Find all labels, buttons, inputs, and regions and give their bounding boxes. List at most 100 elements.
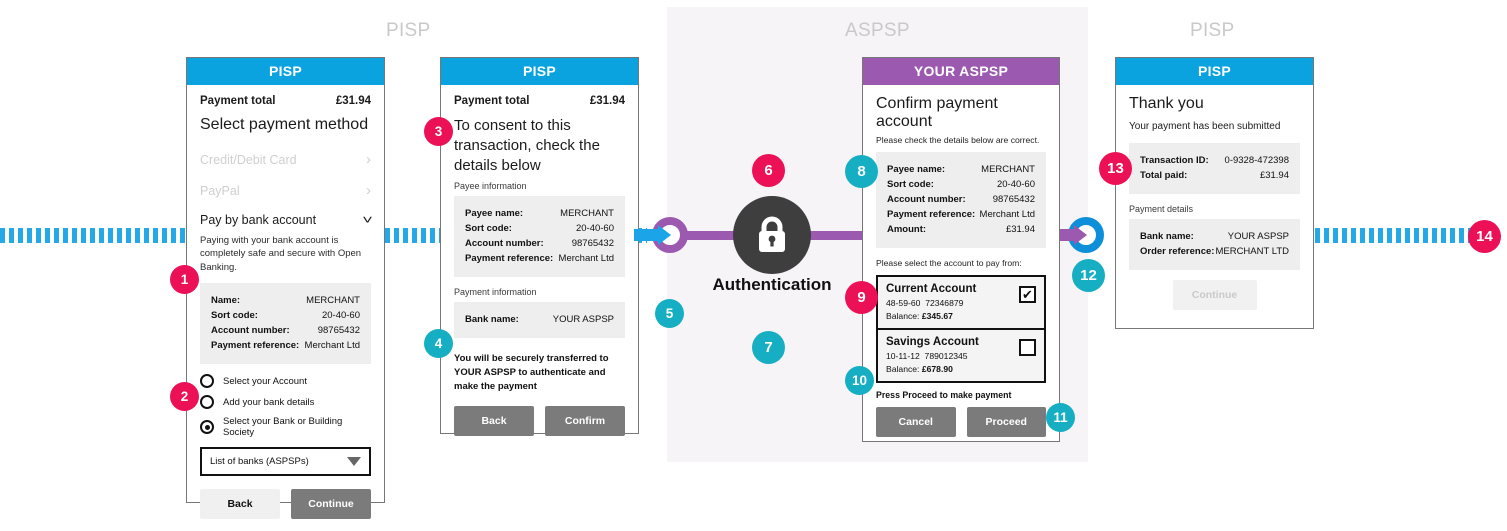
detail-row: Total paid: £31.94	[1140, 170, 1289, 181]
phone2-payment-total-row: Payment total £31.94	[454, 95, 625, 107]
account-number-row: 48-59-60 72346879	[886, 298, 976, 308]
marker-1: 1	[170, 265, 199, 294]
detail-key: Sort code:	[887, 179, 934, 190]
payment-method-paypal[interactable]: PayPal ›	[200, 175, 371, 206]
radio-icon-selected[interactable]	[200, 420, 214, 435]
phone2-header: PISP	[441, 58, 638, 85]
radio-icon[interactable]	[200, 374, 214, 389]
payee-information-label: Payee information	[454, 181, 527, 192]
back-button[interactable]: Back	[200, 489, 280, 520]
proceed-button[interactable]: Proceed	[966, 407, 1046, 437]
checkbox-icon-unchecked[interactable]	[1019, 339, 1036, 356]
detail-row: Account number:98765432	[465, 238, 614, 249]
detail-row: Bank name:YOUR ASPSP	[1140, 231, 1289, 242]
detail-row: Account number:98765432	[211, 325, 360, 336]
account-option-savings[interactable]: Savings Account 10-11-12 789012345 Balan…	[878, 328, 1044, 381]
account-number-row: 10-11-12 789012345	[886, 351, 979, 361]
phone3-subtitle: Please check the details below are corre…	[876, 135, 1040, 145]
zone-label-pisp-2: PISP	[1190, 20, 1235, 41]
radio-option-select-bank-or-building-society[interactable]: Select your Bank or Building Society	[200, 416, 371, 438]
chevron-right-icon: ›	[366, 151, 371, 168]
detail-row: Sort code: 20-40-60	[211, 310, 360, 321]
marker-7: 7	[752, 331, 785, 364]
payment-information-label: Payment information	[454, 287, 537, 298]
detail-row: Payment reference: Merchant Ltd	[465, 253, 614, 264]
proceed-instruction: Press Proceed to make payment	[876, 390, 1012, 400]
radio-option-select-your-account[interactable]: Select your Account	[200, 374, 371, 389]
phone4-details-box: Bank name:YOUR ASPSP Order reference:MER…	[1129, 219, 1300, 270]
zone-label-aspsp: ASPSP	[845, 20, 910, 41]
detail-value: £31.94	[1259, 170, 1289, 181]
detail-key: Account number:	[465, 238, 544, 250]
journey-line-segment-right	[1315, 228, 1480, 243]
detail-value: MERCHANT	[981, 164, 1035, 175]
detail-key: Account number:	[887, 194, 966, 205]
marker-14: 14	[1468, 220, 1501, 253]
account-balance-row: Balance: £345.67	[886, 311, 976, 321]
detail-key: Bank name:	[465, 314, 519, 326]
detail-row: Payment reference:Merchant Ltd	[211, 340, 360, 351]
radio-label: Add your bank details	[223, 396, 315, 408]
aspsp-flow-bar-left	[672, 231, 747, 240]
detail-row: Transaction ID: 0-9328-472398	[1140, 155, 1289, 166]
payment-method-pay-by-bank-account[interactable]: Pay by bank account ˅	[200, 206, 373, 234]
detail-value: Merchant Ltd	[558, 253, 614, 265]
account-balance-label: Balance:	[886, 311, 920, 321]
checkbox-icon-checked[interactable]: ✔	[1019, 286, 1036, 303]
phone1-blurb: Paying with your bank account is complet…	[200, 235, 362, 273]
radio-option-add-bank-details[interactable]: Add your bank details	[200, 395, 371, 410]
continue-button[interactable]: Continue	[291, 489, 371, 520]
phone1-merchant-details: Name:MERCHANT Sort code:20-40-60 Account…	[200, 283, 371, 365]
phone1-title: Select payment method	[200, 116, 369, 133]
chevron-down-icon: ˅	[362, 213, 373, 227]
continue-button[interactable]: Continue	[1172, 280, 1257, 310]
detail-key: Sort code:	[211, 310, 258, 322]
marker-11: 11	[1046, 403, 1075, 432]
detail-value: YOUR ASPSP	[552, 314, 614, 326]
account-option-current[interactable]: Current Account 48-59-60 72346879 Balanc…	[878, 277, 1044, 328]
phone-screen-select-payment-method: PISP Payment total £31.94 Select payment…	[186, 57, 385, 520]
payment-method-credit-debit-card[interactable]: Credit/Debit Card ›	[200, 144, 371, 175]
confirm-button[interactable]: Confirm	[545, 405, 625, 436]
detail-value: 20-40-60	[996, 179, 1035, 190]
caret-down-icon	[347, 457, 361, 467]
radio-label: Select your Account	[223, 375, 307, 387]
marker-5: 5	[655, 299, 684, 328]
marker-13: 13	[1099, 152, 1132, 185]
detail-key: Order reference:	[1140, 246, 1215, 257]
detail-key: Total paid:	[1140, 170, 1188, 181]
phone4-button-row: Continue	[1129, 280, 1300, 310]
phone1-payment-total-label: Payment total	[200, 95, 276, 107]
back-button[interactable]: Back	[454, 405, 534, 436]
detail-key: Payee name:	[465, 208, 524, 220]
marker-10: 10	[845, 366, 874, 395]
phone2-button-row: Back Confirm	[454, 405, 625, 436]
phone4-header: PISP	[1116, 58, 1313, 85]
detail-row: Sort code:20-40-60	[465, 223, 614, 234]
detail-key: Bank name:	[1140, 231, 1194, 242]
detail-key: Payment reference:	[465, 253, 554, 265]
radio-icon[interactable]	[200, 395, 214, 410]
transition-arrow-left	[634, 225, 671, 245]
payment-information-box: Bank name: YOUR ASPSP	[454, 302, 625, 339]
phone-screen-aspsp-confirm: YOUR ASPSP Confirm payment account Pleas…	[862, 57, 1060, 442]
detail-value: Merchant Ltd	[304, 340, 360, 352]
detail-key: Transaction ID:	[1140, 155, 1209, 166]
cancel-button[interactable]: Cancel	[876, 407, 956, 437]
detail-value: Merchant Ltd	[979, 209, 1035, 220]
detail-value: MERCHANT LTD	[1215, 246, 1289, 257]
account-balance-value: £345.67	[921, 311, 953, 321]
marker-8: 8	[845, 155, 878, 188]
phone4-summary-box: Transaction ID: 0-9328-472398 Total paid:…	[1129, 143, 1300, 194]
account-balance-label: Balance:	[886, 364, 920, 374]
phone-screen-thank-you: PISP Thank you Your payment has been sub…	[1115, 57, 1314, 329]
account-sort-code: 10-11-12	[886, 351, 920, 361]
phone4-title: Thank you	[1129, 95, 1204, 112]
detail-row: Order reference:MERCHANT LTD	[1140, 246, 1289, 257]
detail-value: 20-40-60	[321, 310, 360, 322]
bank-list-dropdown[interactable]: List of banks (ASPSPs)	[200, 447, 371, 477]
detail-value: £31.94	[1005, 224, 1035, 235]
detail-value: 0-9328-472398	[1224, 155, 1289, 166]
marker-4: 4	[424, 329, 453, 358]
